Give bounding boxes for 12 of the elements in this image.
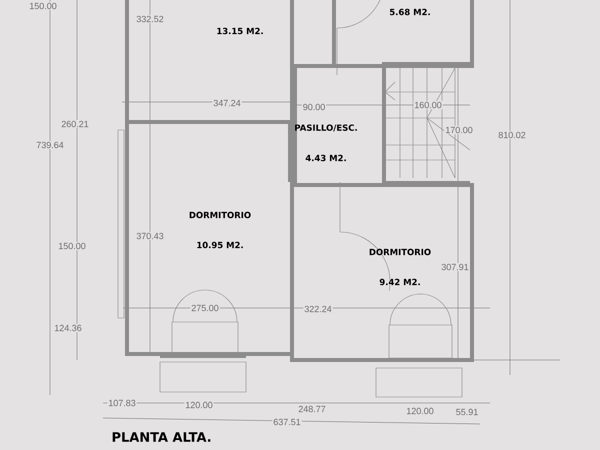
room-area: 5.68 M2.	[390, 8, 430, 16]
room-area: 13.15 M2.	[217, 28, 263, 34]
room-outline	[290, 183, 474, 362]
room-area: 4.43 M2.	[306, 154, 346, 162]
room-outline	[332, 0, 474, 68]
plan-title: PLANTA ALTA.	[112, 432, 210, 442]
room-name: DORMITORIO	[370, 248, 431, 256]
room-name: DORMITORIO	[190, 212, 251, 218]
room-name: PASILLO/ESC.	[295, 124, 357, 132]
room-area: 9.42 M2.	[380, 278, 420, 286]
room-area: 10.95 M2.	[197, 242, 243, 248]
room-outline	[125, 120, 294, 356]
